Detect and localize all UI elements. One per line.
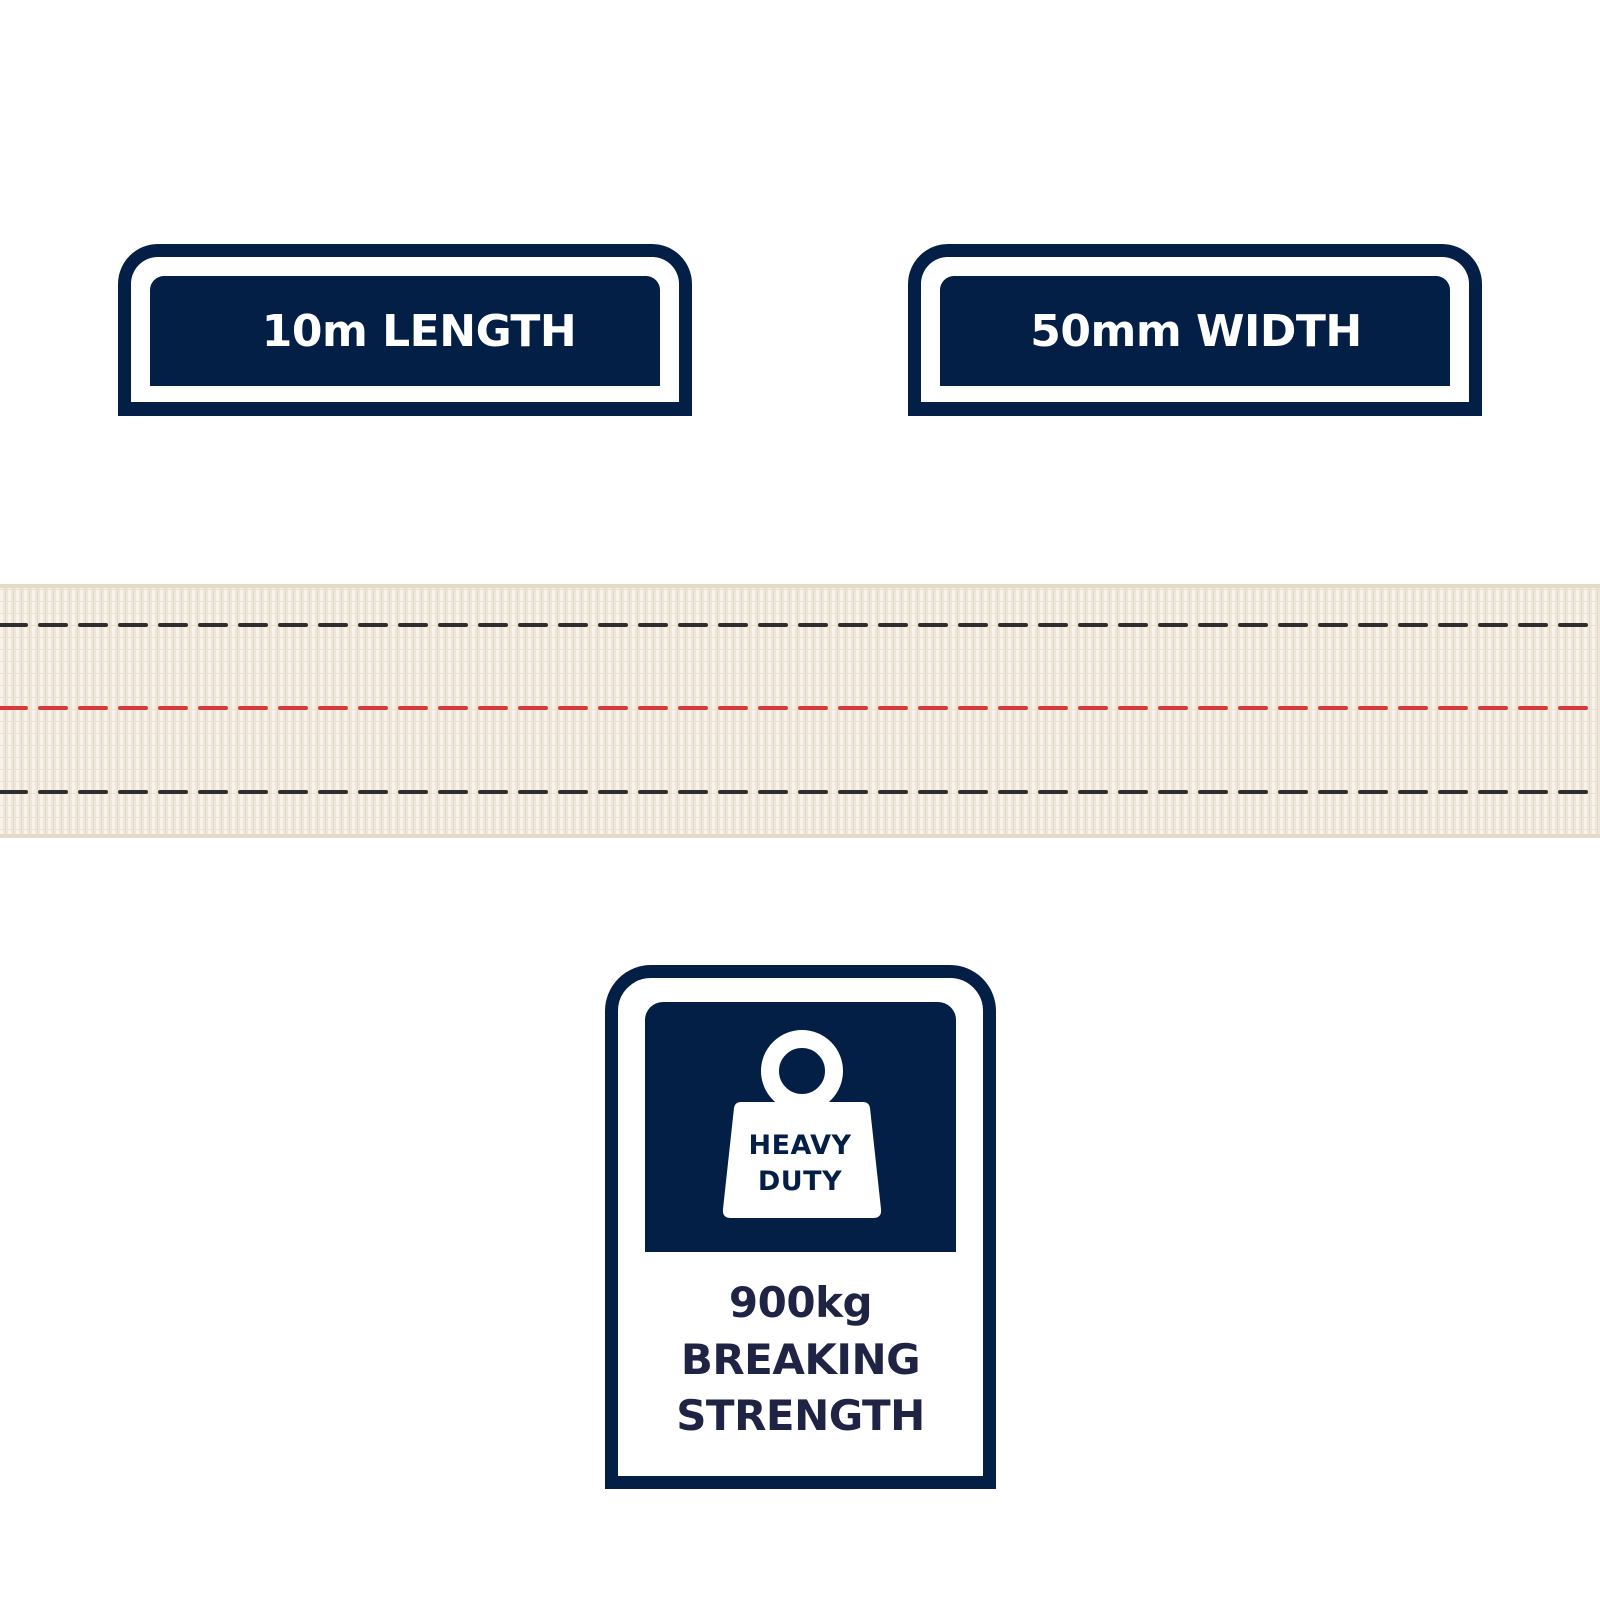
width-badge: 50mm WIDTH	[908, 244, 1482, 416]
strength-label-line1: BREAKING	[680, 1335, 921, 1384]
webbing-strap-image	[0, 584, 1600, 838]
webbing-bottom-edge	[0, 834, 1600, 838]
width-label: 50mm WIDTH	[1030, 305, 1362, 357]
length-badge: 10m LENGTH	[118, 244, 692, 416]
length-label: 10m LENGTH	[261, 305, 577, 357]
heavy-duty-text-line1: HEAVY	[748, 1130, 852, 1161]
webbing-body	[0, 584, 1600, 838]
heavy-duty-weight-icon	[722, 1030, 882, 1218]
width-badge-panel: 50mm WIDTH	[940, 276, 1450, 386]
webbing-top-edge	[0, 584, 1600, 588]
length-badge-panel: 10m LENGTH	[150, 276, 660, 386]
heavy-duty-text-line2: DUTY	[757, 1166, 843, 1197]
strength-value: 900kg	[728, 1278, 873, 1327]
strength-label-line2: STRENGTH	[676, 1391, 925, 1440]
strength-icon-panel: HEAVY DUTY	[645, 1002, 956, 1252]
breaking-strength-badge: HEAVY DUTY 900kg BREAKING STRENGTH	[605, 965, 996, 1489]
